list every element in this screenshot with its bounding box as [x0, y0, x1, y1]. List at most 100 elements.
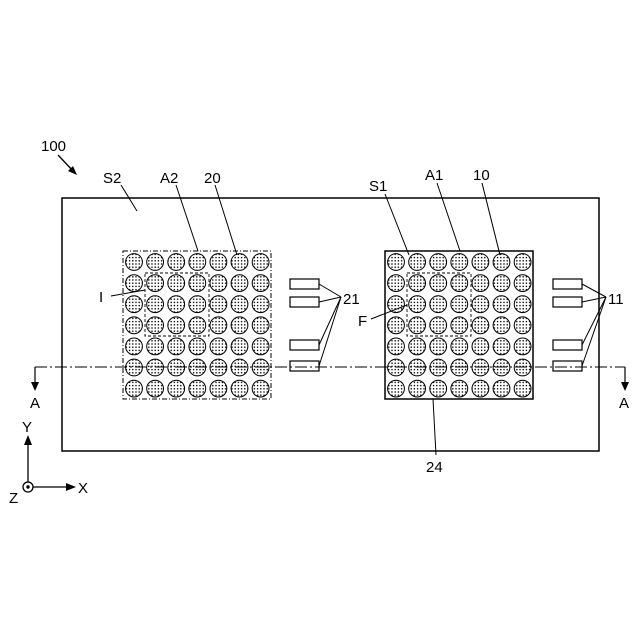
array-10-element [409, 380, 426, 397]
array-10-element [472, 317, 489, 334]
array-20-element [147, 296, 164, 313]
array-20-element [252, 338, 269, 355]
array-20-element [231, 380, 248, 397]
array-20-element [168, 317, 185, 334]
array-10-element [388, 380, 405, 397]
array-10-element [514, 338, 531, 355]
array-10-element [388, 359, 405, 376]
leader-i [111, 290, 145, 296]
x-axis-arrowhead [66, 483, 76, 491]
label-a1: A1 [425, 167, 443, 184]
array-10-element [388, 338, 405, 355]
array-20-element [126, 317, 143, 334]
array-10-element [451, 296, 468, 313]
array-20-element [147, 275, 164, 292]
array-10-element [514, 254, 531, 271]
array-10-element [409, 317, 426, 334]
pad-21-4 [290, 361, 319, 371]
array-20-element [231, 296, 248, 313]
array-20-element [147, 359, 164, 376]
array-20-element [210, 296, 227, 313]
array-10-element [493, 317, 510, 334]
array-10-element [472, 275, 489, 292]
array-20-element [189, 380, 206, 397]
array-10-element [388, 296, 405, 313]
leader-11-c [582, 297, 606, 345]
leader-21-a [319, 284, 341, 297]
section-a-left-label: A [30, 395, 40, 412]
label-11: 11 [608, 291, 624, 308]
leader-a2 [176, 185, 198, 251]
array-10-element [430, 359, 447, 376]
array-20-element [126, 275, 143, 292]
pad-11-4 [553, 361, 582, 371]
pad-11-3 [553, 340, 582, 350]
array-10-element [409, 359, 426, 376]
array-10-element [430, 338, 447, 355]
pad-21-2 [290, 297, 319, 307]
pad-11-1 [553, 279, 582, 289]
array-20-element [189, 359, 206, 376]
array-10-element [472, 254, 489, 271]
leader-21-c [319, 297, 341, 345]
array-20-element [252, 380, 269, 397]
array-20-element [231, 317, 248, 334]
array-10-element [451, 359, 468, 376]
pad-11-2 [553, 297, 582, 307]
array-20-element [231, 275, 248, 292]
array-10-element [514, 296, 531, 313]
array-10-element [493, 296, 510, 313]
label-i: I [99, 289, 103, 306]
leader-s1 [385, 194, 409, 255]
array-20-element [210, 275, 227, 292]
array-20-element [210, 359, 227, 376]
y-axis-arrowhead [24, 435, 32, 445]
array-20-element [126, 254, 143, 271]
array-10-element [388, 275, 405, 292]
array-20-element [252, 254, 269, 271]
array-10-element [514, 359, 531, 376]
array-20-element [210, 317, 227, 334]
array-20-element [168, 380, 185, 397]
z-axis-dot [26, 485, 29, 488]
array-20-element [168, 359, 185, 376]
element-array-10 [388, 254, 531, 397]
axis-z-label: Z [9, 490, 18, 507]
array-10-element [409, 296, 426, 313]
leader-21-b [319, 297, 341, 302]
leader-10 [482, 183, 500, 255]
leader-a1 [437, 183, 460, 251]
array-20-element [189, 254, 206, 271]
array-20-element [252, 359, 269, 376]
array-10-element [451, 380, 468, 397]
array-20-element [210, 380, 227, 397]
axis-x-label: X [78, 480, 88, 497]
array-10-element [451, 254, 468, 271]
array-20-element [126, 380, 143, 397]
axis-y-label: Y [22, 419, 32, 436]
array-20-element [189, 296, 206, 313]
leader-11-d [582, 297, 606, 366]
label-24: 24 [426, 459, 443, 476]
array-10-element [493, 338, 510, 355]
array-10-element [493, 275, 510, 292]
label-a2: A2 [160, 170, 178, 187]
array-10-element [451, 275, 468, 292]
array-10-element [430, 275, 447, 292]
array-20-element [210, 338, 227, 355]
array-20-element [189, 338, 206, 355]
array-20-element [252, 275, 269, 292]
array-20-element [231, 359, 248, 376]
array-10-element [493, 359, 510, 376]
leader-20 [215, 185, 237, 255]
leader-21-d [319, 297, 341, 366]
array-20-element [126, 296, 143, 313]
section-a-right-arrowhead [621, 382, 629, 391]
pad-21-1 [290, 279, 319, 289]
label-s1: S1 [369, 178, 387, 195]
array-20-element [126, 338, 143, 355]
array-10-element [430, 317, 447, 334]
array-10-element [409, 254, 426, 271]
pad-21-3 [290, 340, 319, 350]
